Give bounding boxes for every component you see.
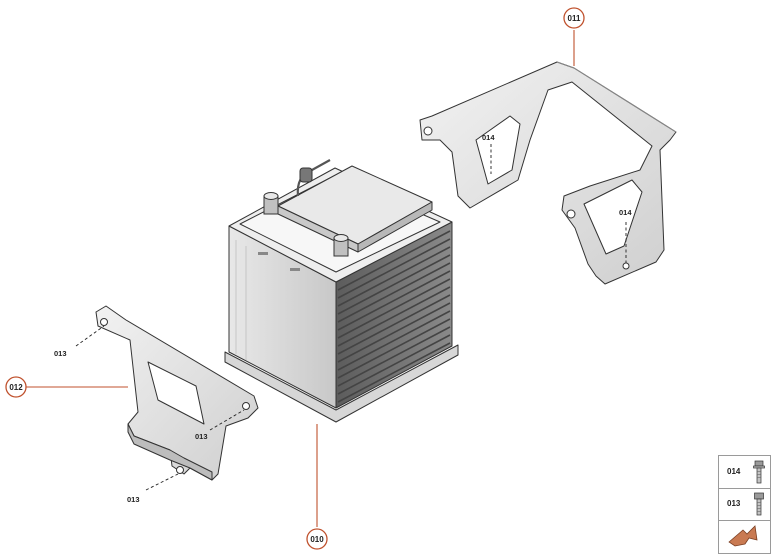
callout-010: 010 bbox=[306, 528, 328, 550]
legend-label-013: 013 bbox=[727, 499, 741, 508]
bolt-hex-icon bbox=[754, 492, 764, 516]
legend-row-next[interactable] bbox=[719, 520, 770, 552]
tag-013-bottom: 013 bbox=[127, 495, 140, 504]
legend-row-013: 013 bbox=[719, 488, 770, 521]
tag-013-mid: 013 bbox=[195, 432, 208, 441]
legend-row-014: 014 bbox=[719, 456, 770, 489]
bolt-flanged-icon bbox=[753, 460, 765, 484]
tag-013-top: 013 bbox=[54, 349, 67, 358]
callout-012-label: 012 bbox=[9, 383, 23, 392]
side-bracket bbox=[95, 305, 259, 481]
battery-terminal-right bbox=[333, 234, 349, 257]
fastener-legend: 014 013 bbox=[718, 455, 771, 554]
battery-ribs bbox=[337, 230, 451, 403]
battery-terminal-left bbox=[263, 192, 279, 215]
callout-012: 012 bbox=[5, 376, 27, 398]
legend-label-014: 014 bbox=[727, 467, 741, 476]
callout-010-label: 010 bbox=[310, 535, 324, 544]
tag-014-right: 014 bbox=[619, 208, 632, 217]
callout-011: 011 bbox=[563, 7, 585, 29]
tag-014-left: 014 bbox=[482, 133, 495, 142]
support-bracket bbox=[419, 61, 677, 285]
battery bbox=[224, 159, 459, 423]
callout-011-label: 011 bbox=[568, 14, 581, 23]
next-page-arrow-icon[interactable] bbox=[727, 524, 763, 548]
